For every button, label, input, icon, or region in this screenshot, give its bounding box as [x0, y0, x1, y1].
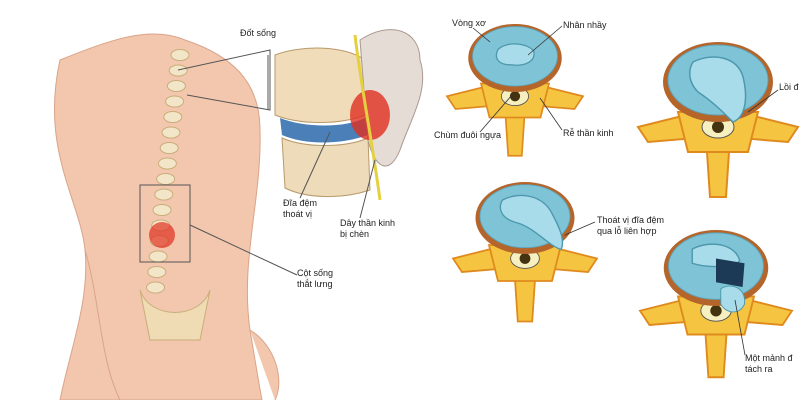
vertebra-normal — [445, 24, 585, 157]
human-back-figure — [53, 33, 298, 400]
nucleus-pulposus — [688, 56, 747, 123]
label-nerve-root: Rễ thần kinh — [563, 128, 614, 138]
nerve-leader-line — [359, 159, 376, 219]
pelvis-sacrum — [139, 289, 211, 341]
spine-vertebra — [166, 80, 186, 92]
cauda-equina — [519, 253, 531, 264]
root-leader-line — [539, 97, 563, 131]
cauda-equina — [712, 121, 724, 133]
herniation-inflammation — [350, 90, 390, 140]
foraminal-leader-line — [564, 221, 596, 236]
cauda-equina — [509, 91, 521, 102]
spine-vertebra — [156, 173, 176, 185]
spine-vertebra — [147, 266, 167, 278]
torso — [53, 33, 263, 400]
body-contour — [84, 249, 121, 400]
pain-highlight — [149, 222, 175, 248]
annulus-leader-line — [472, 27, 491, 43]
bulge-leader-line — [747, 89, 779, 113]
zoom-leader-lines — [177, 49, 271, 111]
vertebra-sequestered — [638, 230, 794, 379]
cauda-leader-line — [479, 94, 513, 133]
arm — [249, 329, 280, 400]
spine-vertebra — [170, 49, 190, 61]
spine-vertebra — [154, 188, 174, 201]
nucleus-pulposus — [495, 43, 535, 66]
vertebra-stack-3d — [267, 29, 424, 219]
lumbar-leader-line — [189, 224, 298, 276]
nerve — [353, 34, 382, 201]
spine-vertebra — [163, 111, 183, 123]
vertebra-bulging — [636, 42, 800, 198]
vertebra-foraminal — [451, 182, 599, 323]
disc-leader-line — [299, 131, 331, 199]
label-annulus-fibrosus: Vòng xơ — [452, 18, 486, 28]
free-fragment — [720, 285, 745, 313]
label-vertebra: Đốt sống — [240, 28, 277, 38]
spine-vertebra — [159, 142, 179, 154]
spine-vertebra — [146, 281, 165, 294]
spine-vertebra — [152, 204, 172, 216]
label-nucleus-pulposus: Nhân nhầy — [563, 20, 607, 30]
spine-vertebra — [168, 64, 188, 77]
nucleus-leader-line — [527, 25, 563, 56]
fragment-leader-line — [734, 299, 746, 356]
cauda-equina — [710, 305, 722, 317]
spine-vertebra — [148, 250, 168, 263]
lumbar-highlight-box — [139, 184, 191, 263]
label-cauda-equina: Chùm đuôi ngựa — [434, 130, 502, 140]
intervertebral-disc — [280, 118, 368, 143]
spine-vertebra — [157, 157, 177, 170]
vertebral-body-lower — [281, 137, 371, 197]
disc-defect — [716, 258, 745, 287]
label-bulge: Lồi đ — [779, 82, 799, 92]
spine-vertebra — [161, 126, 181, 139]
nucleus-pulposus — [499, 194, 564, 251]
spine-vertebra — [165, 95, 185, 108]
